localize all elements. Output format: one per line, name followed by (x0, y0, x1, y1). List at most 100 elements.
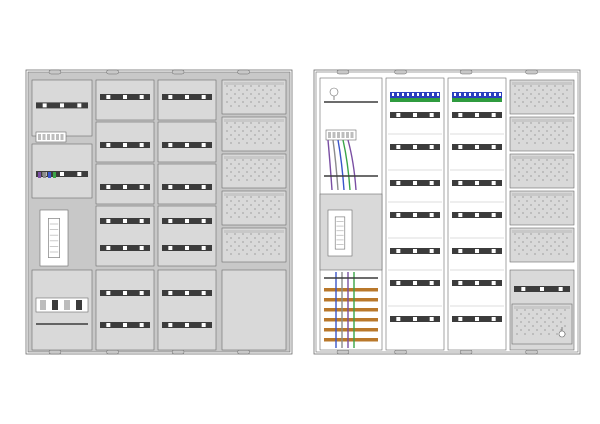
vent-panel (509, 153, 575, 189)
breaker-icon (396, 317, 401, 321)
breaker-column (447, 77, 507, 351)
breaker-icon (168, 143, 173, 147)
terminal-screw (422, 93, 424, 96)
terminal (42, 134, 46, 140)
hinge-knob (106, 349, 119, 355)
panel-face (157, 205, 217, 267)
breaker-icon (139, 95, 144, 99)
breaker-icon (139, 185, 144, 189)
breaker-icon (396, 113, 401, 117)
terminal-green (452, 98, 502, 102)
breaker-icon (475, 145, 479, 149)
breaker-icon (139, 246, 144, 250)
breaker-icon (168, 291, 173, 295)
cover-panel (157, 121, 217, 163)
terminal-screw (469, 93, 471, 96)
breaker-icon (185, 323, 189, 327)
breaker-icon (185, 95, 189, 99)
hinge-knob (336, 349, 350, 355)
terminal-screw (397, 93, 399, 96)
switch-pole (52, 300, 58, 310)
busbar-section (324, 272, 378, 348)
breaker-row (100, 290, 150, 296)
hinge-knob (459, 349, 473, 355)
breaker-icon (168, 323, 173, 327)
cover-panel (95, 205, 155, 267)
breaker-icon (106, 143, 111, 147)
terminal-screw (484, 93, 486, 96)
terminal-screw (427, 93, 429, 96)
vent-grid-icon (516, 309, 566, 335)
breaker-icon (168, 219, 173, 223)
cover-panel (31, 143, 93, 199)
terminal-bar (452, 92, 502, 102)
bulb-glass (329, 87, 339, 97)
meter-window (334, 216, 346, 250)
vent-grid-icon (226, 196, 280, 218)
panel-face (157, 269, 217, 351)
breaker-icon (396, 249, 401, 253)
breaker-icon (475, 113, 479, 117)
hinge-knob (171, 69, 185, 75)
cover-panel (157, 163, 217, 205)
wire-end (48, 172, 51, 178)
breaker-icon (185, 219, 189, 223)
blank-panel (221, 269, 287, 351)
breaker-row (100, 245, 150, 251)
switch-body (35, 297, 89, 313)
hinge-knob (525, 69, 538, 75)
vent-header (512, 193, 572, 196)
breaker-row (100, 142, 150, 148)
terminal-screw (464, 93, 466, 96)
vent-grid-icon (226, 122, 280, 144)
vent-panel (509, 227, 575, 263)
breaker-icon (458, 145, 463, 149)
terminal-screw (494, 93, 496, 96)
terminal-screw (432, 93, 434, 96)
terminal-screw (479, 93, 481, 96)
breaker-icon (396, 181, 401, 185)
meter-icon (39, 209, 69, 267)
breaker-icon (429, 213, 434, 217)
terminal-strip (325, 129, 357, 141)
terminal (328, 132, 331, 138)
breaker-icon (201, 323, 206, 327)
wire (347, 139, 357, 191)
terminal-green (390, 98, 440, 102)
breaker-row (390, 112, 440, 118)
breaker-icon (475, 181, 479, 185)
breaker-icon (491, 145, 496, 149)
hinge-knob (106, 69, 119, 75)
breaker-row (452, 112, 502, 118)
vent-grid-icon (514, 85, 568, 107)
vent-header (512, 82, 572, 85)
breaker-icon (123, 185, 127, 189)
vent-grid-icon (514, 233, 568, 255)
breaker-icon (458, 281, 463, 285)
meter-icon (327, 209, 353, 257)
vent-panel (511, 303, 573, 345)
hinge-knob (394, 349, 407, 355)
vent-grid-icon (226, 159, 280, 181)
cover-panel (95, 121, 155, 163)
hinge-knob (459, 69, 473, 75)
cover-panel (95, 163, 155, 205)
breaker-icon (475, 281, 479, 285)
breaker-row (162, 245, 212, 251)
breaker-row (100, 218, 150, 224)
breaker-row (452, 144, 502, 150)
switch-pole (76, 300, 82, 310)
terminal (341, 132, 345, 138)
open-view (313, 69, 581, 355)
switch-pole (64, 300, 70, 310)
breaker-icon (123, 143, 127, 147)
panel-face (95, 269, 155, 351)
wire (337, 139, 345, 191)
terminal (51, 134, 55, 140)
terminal-block (35, 131, 67, 143)
breaker-icon (540, 287, 544, 291)
breaker-icon (458, 113, 463, 117)
breaker-row (390, 280, 440, 286)
vent-panel (509, 79, 575, 115)
